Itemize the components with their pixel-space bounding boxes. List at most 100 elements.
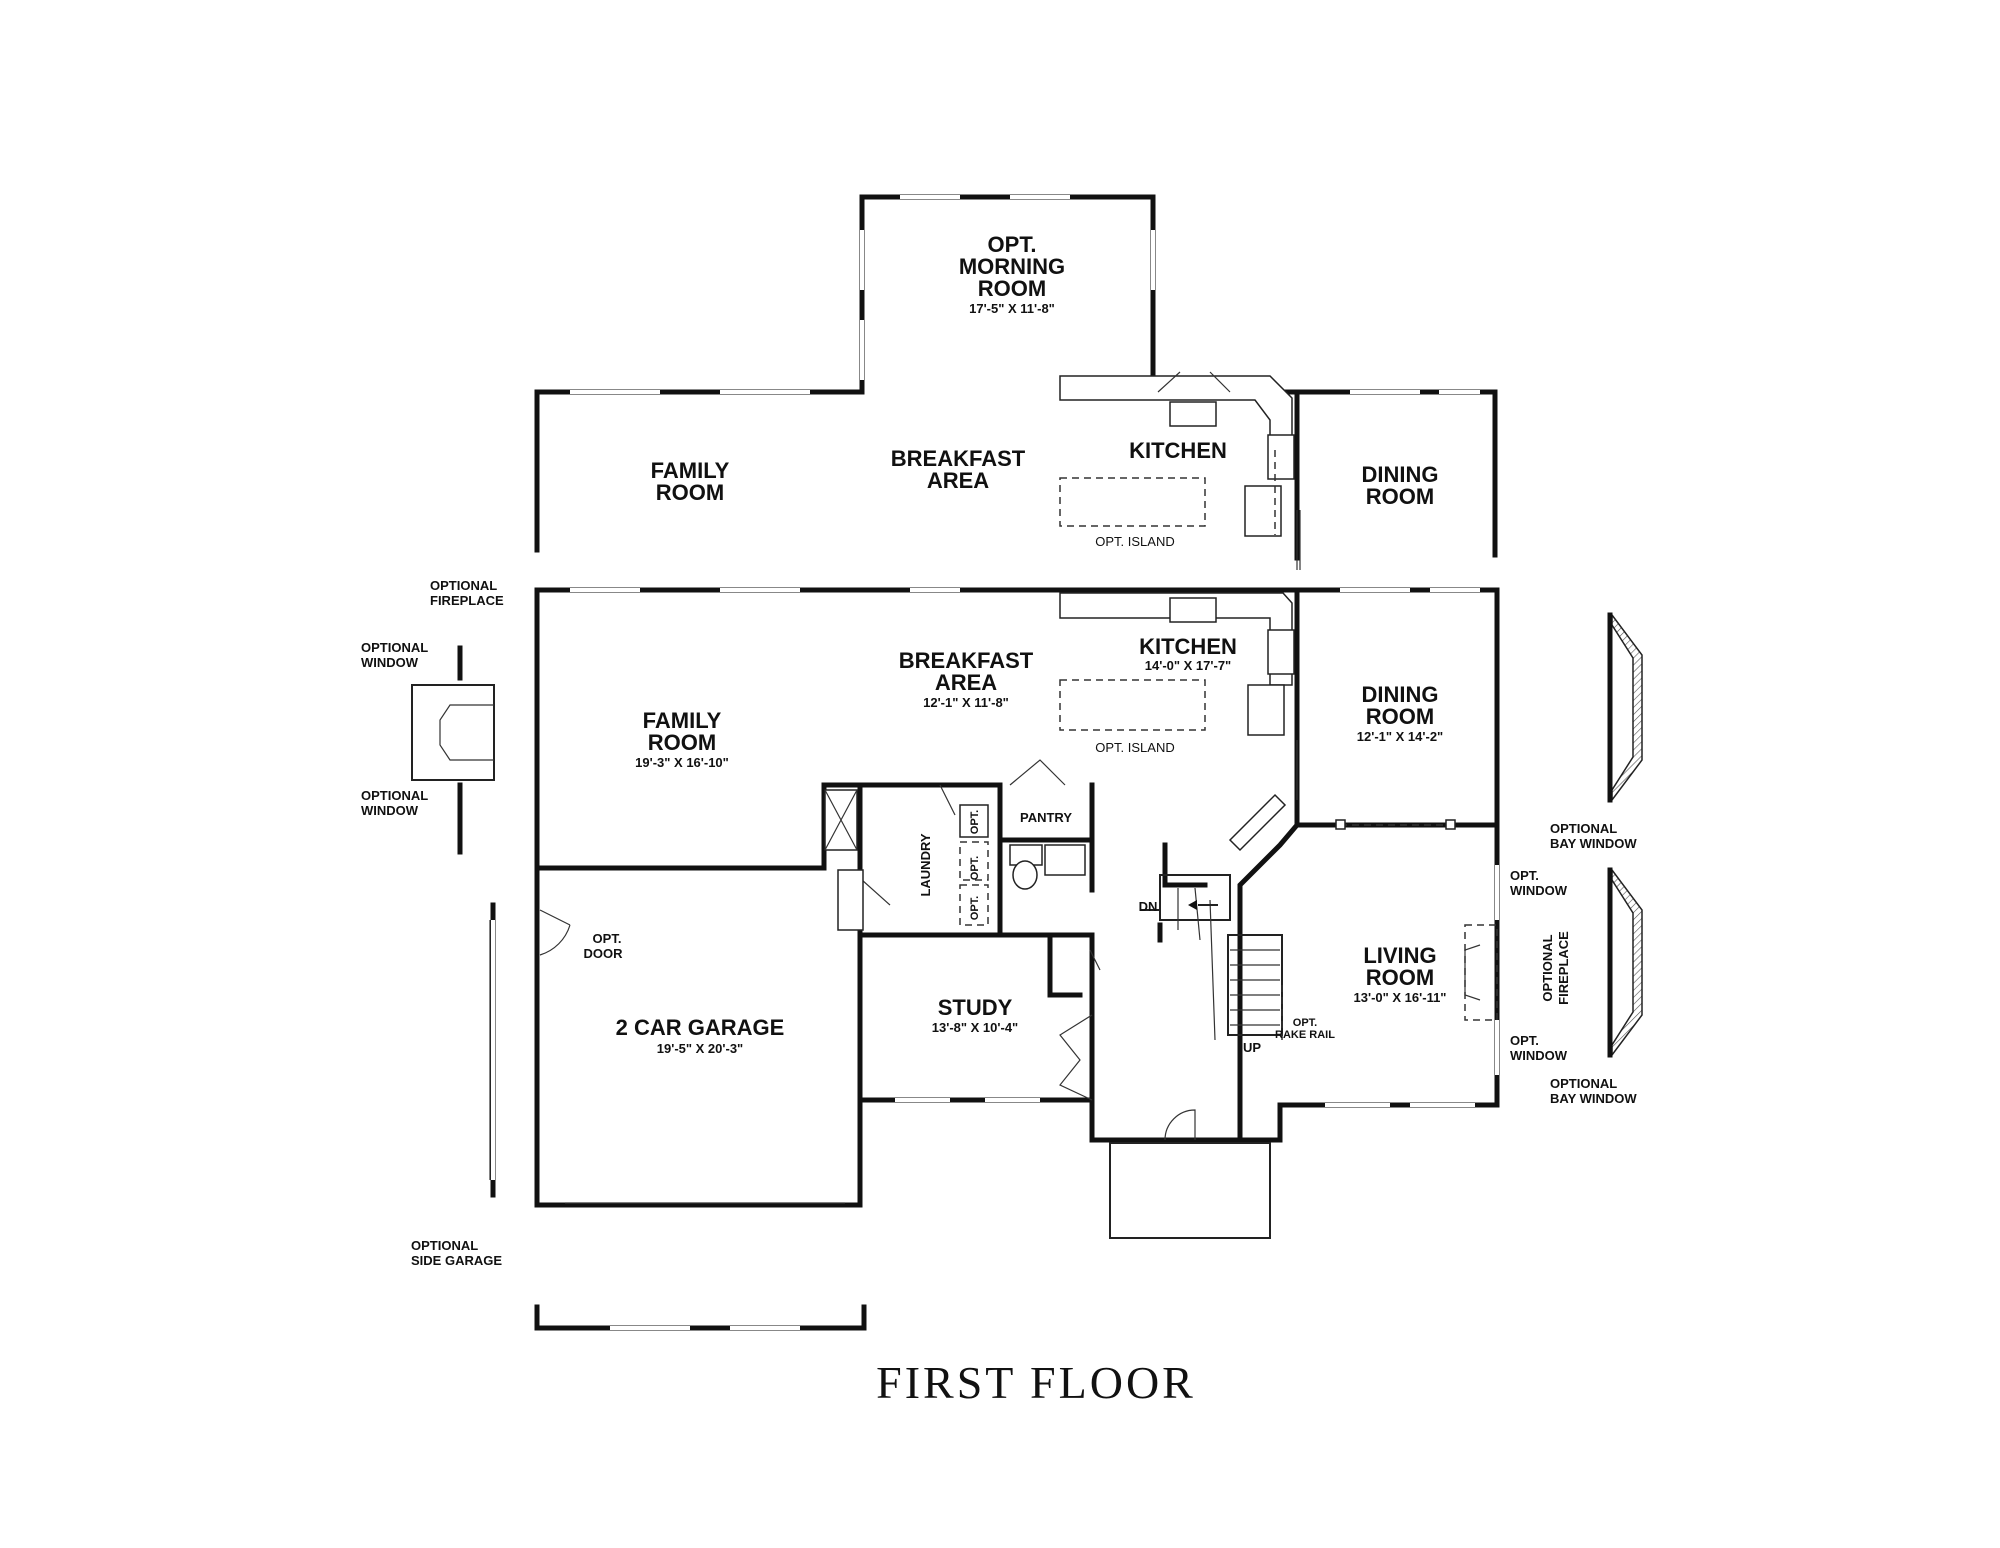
dining-room-label-2: ROOM <box>1366 704 1434 729</box>
opt-bay-top-label-2: BAY WINDOW <box>1550 836 1637 851</box>
kitchen-label: KITCHEN <box>1139 634 1237 659</box>
dining-room-dims: 12'-1" X 14'-2" <box>1357 729 1443 744</box>
stair-wall <box>1237 821 1301 1143</box>
main-plan <box>534 587 1500 1239</box>
rake-rail-label-2: RAKE RAIL <box>1275 1029 1335 1041</box>
opt-label: OPT. <box>969 810 981 834</box>
study-dims: 13'-8" X 10'-4" <box>932 1020 1018 1035</box>
cooktop <box>1267 629 1295 675</box>
opt-side-garage-label-1: OPTIONAL <box>411 1238 478 1253</box>
garage-step <box>837 869 864 931</box>
opt-fireplace-inner <box>1464 944 1481 1001</box>
powder-wall <box>1162 842 1208 888</box>
garage-label: 2 CAR GARAGE <box>616 1015 785 1040</box>
living-room-label-1: LIVING <box>1363 943 1436 968</box>
stairs-up-label: UP <box>1243 1040 1261 1055</box>
staircase <box>1140 874 1283 1041</box>
upper-kitchen-label: KITCHEN <box>1129 438 1227 463</box>
opt-window-right-bottom-label-2: WINDOW <box>1510 1048 1568 1063</box>
upper-dining-label-2: ROOM <box>1366 484 1434 509</box>
rake-rail-label-1: OPT. <box>1293 1017 1317 1029</box>
breakfast-area-label-1: BREAKFAST <box>899 648 1034 673</box>
pantry-label: PANTRY <box>1020 810 1072 825</box>
opt-window-bottom-label-1: OPTIONAL <box>361 788 428 803</box>
upper-island-label: OPT. ISLAND <box>1095 534 1174 549</box>
study-label: STUDY <box>938 995 1013 1020</box>
island-label: OPT. ISLAND <box>1095 740 1174 755</box>
kitchen-counter-corner <box>1228 793 1287 852</box>
opt-bay-bottom-label-2: BAY WINDOW <box>1550 1091 1637 1106</box>
laundry-label: LAUNDRY <box>918 833 933 896</box>
opt-bay-window-top <box>1611 612 1643 803</box>
refrigerator <box>1247 684 1285 736</box>
opt-side-garage-label-2: SIDE GARAGE <box>411 1253 502 1268</box>
opt-bay-bottom-label-1: OPTIONAL <box>1550 1076 1617 1091</box>
opt-bay-window-bottom <box>1611 867 1643 1058</box>
opt-fireplace-left <box>411 684 495 781</box>
upper-plan <box>534 194 1498 570</box>
opt-label: OPT. <box>969 896 981 920</box>
opt-fireplace-right-label-2: FIREPLACE <box>1556 931 1571 1005</box>
laundry-door <box>861 784 956 906</box>
kitchen-sink <box>1169 401 1217 427</box>
opt-island <box>1059 477 1206 527</box>
upper-family-room-label-2: ROOM <box>656 480 724 505</box>
opt-window-bottom-label-2: WINDOW <box>361 803 419 818</box>
opt-garage-door <box>539 909 571 956</box>
rail-post <box>1445 819 1456 830</box>
upper-dining-label-1: DINING <box>1362 462 1439 487</box>
family-room-label-1: FAMILY <box>643 708 722 733</box>
front-porch <box>1109 1142 1271 1239</box>
washer-dryer <box>959 804 989 838</box>
floor-title: FIRST FLOOR <box>876 1357 1196 1408</box>
upper-breakfast-label-1: BREAKFAST <box>891 446 1026 471</box>
powder-vanity <box>1044 844 1086 876</box>
living-room-dims: 13'-0" X 16'-11" <box>1354 990 1447 1005</box>
laundry-closet-x <box>824 789 858 851</box>
family-room-dims: 19'-3" X 16'-10" <box>635 755 729 770</box>
upper-breakfast-label-2: AREA <box>927 468 989 493</box>
toilet <box>1012 860 1038 890</box>
pantry-door <box>1009 759 1066 786</box>
morning-room-label-3: ROOM <box>978 276 1046 301</box>
breakfast-area-dims: 12'-1" X 11'-8" <box>923 695 1009 710</box>
opt-window-right-top-label-1: OPT. <box>1510 868 1539 883</box>
opt-label: OPT. <box>969 856 981 880</box>
opt-fireplace <box>1464 924 1498 1021</box>
stairs-down-label: DN <box>1139 899 1158 914</box>
rail-post <box>1335 819 1346 830</box>
upper-family-room-label-1: FAMILY <box>651 458 730 483</box>
family-room-label-2: ROOM <box>648 730 716 755</box>
opt-bay-top-label-1: OPTIONAL <box>1550 821 1617 836</box>
opt-island <box>1059 679 1206 731</box>
breakfast-area-label-2: AREA <box>935 670 997 695</box>
options <box>411 612 1643 1331</box>
morning-room-label-1: OPT. <box>988 232 1037 257</box>
patio-door <box>1157 371 1231 393</box>
study-doors <box>1059 1014 1093 1101</box>
cooktop <box>1267 434 1295 480</box>
kitchen-dims: 14'-0" X 17'-7" <box>1145 658 1231 673</box>
opt-fireplace-left-firebox <box>439 704 494 761</box>
opt-side-garage-bottom <box>534 1304 867 1331</box>
opt-dryer <box>959 884 989 926</box>
opt-door-label-2: DOOR <box>584 946 624 961</box>
morning-room-dims: 17'-5" X 11'-8" <box>969 301 1055 316</box>
front-door <box>1164 1109 1196 1141</box>
opt-fireplace-label-2: FIREPLACE <box>430 593 504 608</box>
opt-window-right-bottom-label-1: OPT. <box>1510 1033 1539 1048</box>
kitchen-sink <box>1169 597 1217 623</box>
exterior-wall-top <box>534 587 1500 866</box>
closet-door <box>1089 949 1101 971</box>
morning-room-label-2: MORNING <box>959 254 1065 279</box>
living-room-label-2: ROOM <box>1366 965 1434 990</box>
opt-fireplace-right-label-1: OPTIONAL <box>1540 934 1555 1001</box>
dining-room-label-1: DINING <box>1362 682 1439 707</box>
opt-window-right-top-label-2: WINDOW <box>1510 883 1568 898</box>
opt-washer <box>959 841 989 881</box>
opt-door-label-1: OPT. <box>593 931 622 946</box>
garage-dims: 19'-5" X 20'-3" <box>657 1041 743 1056</box>
opt-window-top-label-1: OPTIONAL <box>361 640 428 655</box>
opt-window-top-label-2: WINDOW <box>361 655 419 670</box>
